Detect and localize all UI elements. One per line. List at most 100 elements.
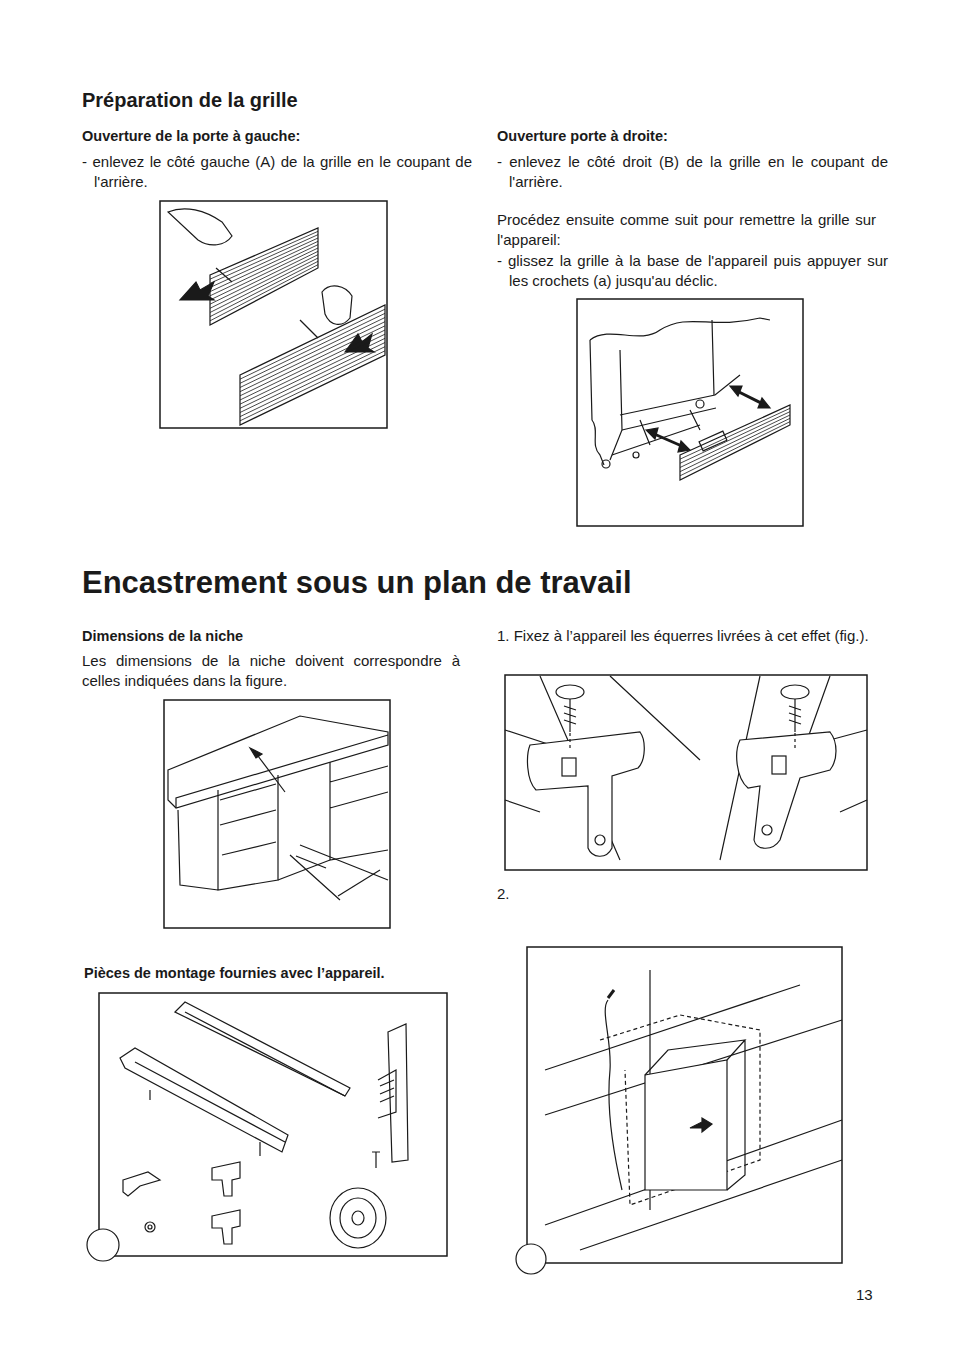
drawing-line <box>240 343 385 413</box>
drawing-line <box>210 245 318 296</box>
drawing-polygon <box>180 282 214 300</box>
page-number: 13 <box>856 1285 873 1305</box>
drawing-ellipse <box>352 1211 364 1225</box>
drawing-line <box>240 322 385 392</box>
drawing-line <box>210 261 318 316</box>
drawing-rect <box>577 299 803 526</box>
drawing-path <box>590 318 770 340</box>
drawing-circle <box>145 1222 155 1232</box>
drawing-line <box>210 248 318 300</box>
drawing-line <box>680 422 790 476</box>
drawing-polygon <box>758 398 770 408</box>
drawing-line <box>240 326 385 396</box>
drawing-rect <box>160 201 387 428</box>
subheading: Ouverture de la porte à gauche: <box>82 126 300 146</box>
section-heading: Préparation de la grille <box>82 88 298 112</box>
drawing-polygon <box>250 748 262 758</box>
drawing-line <box>240 309 385 379</box>
instruction-text: - enlevez le côté gauche (A) de la grill… <box>82 152 472 192</box>
drawing-ellipse <box>340 1198 376 1238</box>
drawing-line <box>210 258 318 313</box>
drawing-path <box>645 1040 745 1190</box>
drawing-ellipse <box>781 685 809 699</box>
drawing-rect <box>164 700 390 928</box>
drawing-path <box>220 784 276 855</box>
drawing-path <box>330 762 388 860</box>
drawing-path <box>212 1162 240 1196</box>
drawing-path <box>737 732 836 848</box>
drawing-path <box>185 1012 345 1096</box>
drawing-rect <box>562 758 576 776</box>
drawing-polygon <box>210 228 318 325</box>
drawing-polygon <box>680 405 790 480</box>
drawing-path <box>168 209 232 245</box>
drawing-circle <box>87 1229 119 1261</box>
drawing-path <box>322 286 352 324</box>
drawing-line <box>300 320 318 338</box>
instruction-text: - glissez la grille à la base de l'appar… <box>497 251 888 291</box>
drawing-path <box>255 752 285 792</box>
drawing-line <box>240 347 385 417</box>
drawing-path <box>123 1172 160 1196</box>
drawing-circle <box>602 460 610 468</box>
drawing-line <box>652 433 684 447</box>
instruction-text: - enlevez le côté droit (B) de la grille… <box>497 152 888 192</box>
drawing-line <box>240 334 385 404</box>
step-number: 2. <box>497 884 510 904</box>
drawing-circle <box>595 835 605 845</box>
drawing-ellipse <box>330 1188 386 1248</box>
installation-figure <box>516 947 842 1274</box>
drawing-path <box>608 990 614 998</box>
drawing-polygon <box>240 305 385 425</box>
figure-caption: Pièces de montage fournies avec l’appare… <box>84 963 385 983</box>
drawing-circle <box>633 452 639 458</box>
drawing-polygon <box>730 386 742 396</box>
grille-refit-figure <box>577 299 803 526</box>
drawing-polygon <box>690 1118 712 1132</box>
page-title: Encastrement sous un plan de travail <box>82 565 632 601</box>
drawing-polygon <box>646 428 658 439</box>
drawing-circle <box>696 400 704 408</box>
drawing-path <box>378 1070 396 1118</box>
drawing-rect <box>772 756 786 774</box>
drawing-rect <box>99 993 447 1256</box>
bracket-fixing-figure <box>505 675 867 870</box>
drawing-path <box>720 676 867 860</box>
drawing-line <box>210 231 318 279</box>
drawing-path <box>528 732 645 856</box>
grille-cutting-figure <box>160 201 387 428</box>
drawing-line <box>210 255 318 309</box>
drawing-path <box>388 1024 408 1162</box>
drawing-circle <box>516 1244 546 1274</box>
drawing-path <box>212 1210 240 1244</box>
drawing-line <box>680 415 790 468</box>
instruction-text: Les dimensions de la niche doivent corre… <box>82 651 460 691</box>
mounting-parts-figure <box>87 993 447 1261</box>
drawing-line <box>240 338 385 408</box>
drawing-polygon <box>120 1048 288 1152</box>
drawing-rect <box>505 675 867 870</box>
drawing-path <box>564 699 576 732</box>
drawing-path <box>612 410 700 455</box>
drawing-path <box>620 375 740 430</box>
instruction-text: 1. Fixez à l’appareil les équerres livré… <box>497 626 894 646</box>
drawing-path <box>178 775 278 890</box>
drawing-line <box>210 265 318 321</box>
drawing-line <box>240 318 385 388</box>
drawing-path <box>545 970 842 1250</box>
drawing-line <box>240 330 385 400</box>
drawing-path <box>135 1062 285 1156</box>
drawing-path <box>590 340 604 465</box>
subheading: Ouverture porte à droite: <box>497 126 668 146</box>
drawing-line <box>240 313 385 383</box>
drawing-line <box>680 408 790 459</box>
drawing-line <box>680 418 790 471</box>
drawing-path <box>338 870 380 896</box>
drawing-line <box>210 251 318 304</box>
drawing-path <box>610 320 714 460</box>
drawing-ellipse <box>556 685 584 699</box>
drawing-path <box>645 1060 727 1190</box>
drawing-path <box>176 735 388 808</box>
drawing-circle <box>148 1225 152 1229</box>
